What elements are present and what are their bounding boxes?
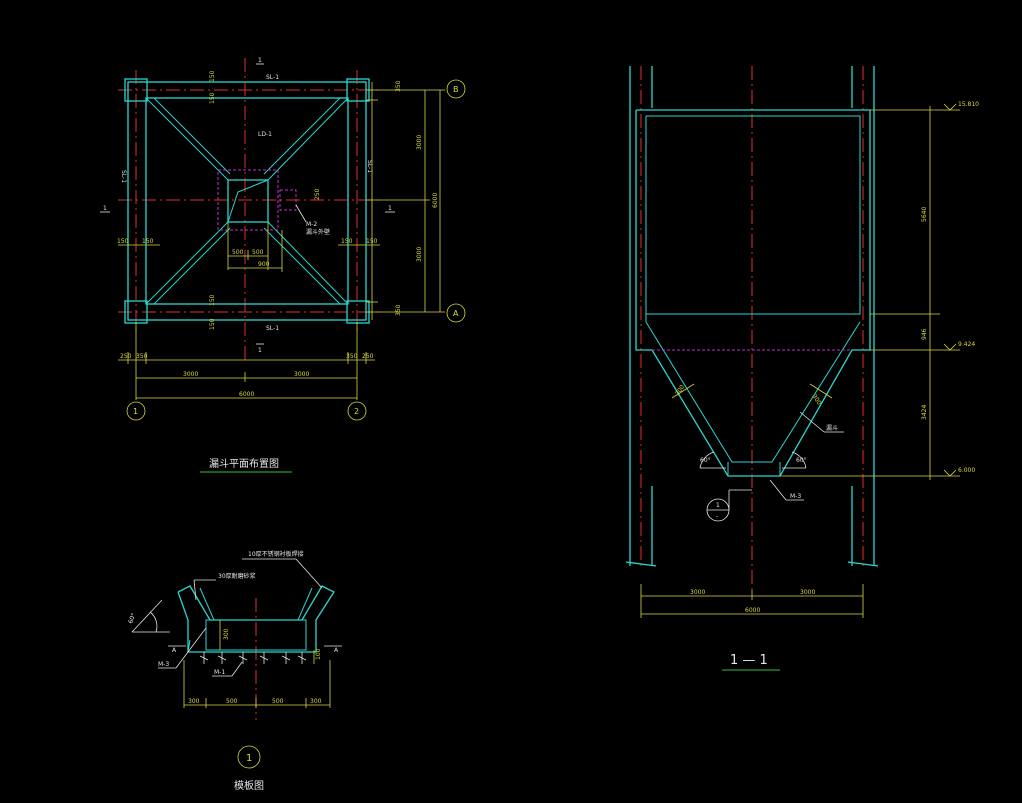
plan-section-mark-bottom: 1 bbox=[258, 347, 262, 354]
plan-dim-6000-v: 6000 bbox=[432, 193, 439, 208]
section-columns bbox=[625, 66, 879, 567]
plan-dim-3000-upper: 3000 bbox=[416, 135, 423, 150]
plan-embed-label: M-2 bbox=[306, 221, 317, 228]
detail-dim-500-b: 500 bbox=[272, 698, 284, 705]
svg-text:1: 1 bbox=[133, 407, 138, 416]
plan-dim-150-bottom2: 150 bbox=[209, 318, 216, 330]
plan-dim-150-bottom: 150 bbox=[209, 294, 216, 306]
plan-dim-3000-lower: 3000 bbox=[416, 247, 423, 262]
svg-text:B: B bbox=[453, 85, 459, 94]
detail-a-right: A bbox=[334, 647, 339, 654]
plan-axis-bubble-2 bbox=[347, 401, 367, 421]
plan-dim-150-r1: 150 bbox=[341, 238, 353, 245]
section-elev-mid: 9.424 bbox=[958, 341, 975, 348]
plan-column-tl bbox=[124, 78, 148, 102]
plan-embed-outline bbox=[279, 189, 297, 211]
plan-axis-bubble-1 bbox=[126, 401, 146, 421]
plan-dim-900: 900 bbox=[258, 261, 270, 268]
section-dims-bottom bbox=[640, 584, 864, 618]
svg-text:A: A bbox=[453, 309, 459, 318]
section-label-liner: 漏斗 bbox=[826, 424, 838, 432]
plan-title: 漏斗平面布置图 bbox=[209, 458, 279, 470]
plan-beam-top-label: SL-1 bbox=[266, 74, 279, 81]
plan-dim-250-r: 250 bbox=[362, 353, 374, 360]
section-dim-6000: 6000 bbox=[745, 607, 760, 614]
detail-circle-num: 1 bbox=[246, 753, 252, 764]
plan-dim-500-b: 500 bbox=[252, 249, 264, 256]
plan-beam-right-label: SL-1 bbox=[366, 160, 373, 173]
plan-hopper-opening bbox=[227, 179, 269, 223]
detail-shell-outer bbox=[177, 585, 335, 653]
plan-beam-left-label: SL-1 bbox=[120, 170, 127, 183]
detail-dim-300-b: 300 bbox=[310, 698, 322, 705]
plan-dim-350-r: 350 bbox=[346, 353, 358, 360]
plan-dim-250-embed: 250 bbox=[314, 188, 321, 200]
section-dim-3000-left: 3000 bbox=[690, 589, 705, 596]
detail-dim-300-a: 300 bbox=[188, 698, 200, 705]
plan-center-label: LD-1 bbox=[258, 131, 272, 138]
detail-angle: 60° bbox=[127, 612, 137, 624]
plan-dim-350-bottom: 350 bbox=[395, 304, 402, 316]
section-dim-946: 946 bbox=[921, 328, 928, 340]
section-elevation-dims bbox=[780, 103, 960, 480]
plan-axis-bubble-a bbox=[446, 303, 466, 323]
section-title: 1 — 1 bbox=[730, 653, 768, 668]
plan-beam-outer bbox=[127, 81, 367, 321]
svg-text:1: 1 bbox=[716, 502, 720, 509]
detail-dim-h: 300 bbox=[223, 628, 230, 640]
detail-note-left: 30厚耐磨砂浆 bbox=[218, 572, 256, 580]
plan-view: SL-1 SL-1 SL-1 SL-1 LD-1 M-2 漏斗外壁 1 1 1 … bbox=[100, 57, 466, 473]
plan-beam-inner bbox=[145, 97, 349, 305]
plan-dim-350-top: 350 bbox=[395, 80, 402, 92]
section-angle-right: 60° bbox=[796, 457, 807, 464]
plan-dims-bottom bbox=[118, 322, 375, 400]
section-elev-bot: 6.000 bbox=[958, 467, 975, 474]
plan-hopper-label: 漏斗外壁 bbox=[306, 228, 330, 236]
section-label-m3: M-3 bbox=[790, 493, 801, 500]
section-dim-3424: 3424 bbox=[921, 405, 928, 420]
plan-section-mark-left: 1 bbox=[103, 205, 107, 212]
detail-dims-bottom bbox=[183, 660, 331, 708]
detail-circle bbox=[237, 745, 261, 769]
plan-dim-500-a: 500 bbox=[232, 249, 244, 256]
detail-label-m1: M-1 bbox=[214, 669, 225, 676]
plan-dim-250-l: 250 bbox=[120, 353, 132, 360]
detail-a-left: A bbox=[172, 647, 177, 654]
plan-dim-150-l2: 150 bbox=[142, 238, 154, 245]
detail-title: 模板图 bbox=[234, 779, 264, 792]
detail-dim-100: 100 bbox=[315, 648, 322, 660]
plan-embed-leader bbox=[295, 204, 307, 223]
detail-anchors bbox=[199, 652, 307, 664]
plan-hopper-inner-edge bbox=[227, 179, 269, 223]
plan-dim-350-l: 350 bbox=[136, 353, 148, 360]
plan-dim-150-top: 150 bbox=[209, 70, 216, 82]
detail-opening bbox=[205, 619, 307, 651]
plan-dim-150-r2: 150 bbox=[366, 238, 378, 245]
plan-dim-150-l1: 150 bbox=[117, 238, 129, 245]
detail-label-m3: M-3 bbox=[158, 661, 169, 668]
plan-section-mark-top: 1 bbox=[258, 57, 262, 64]
section-elev-top: 15.810 bbox=[958, 101, 979, 108]
plan-beam-bottom-label: SL-1 bbox=[266, 325, 279, 332]
plan-dim-3000-left: 3000 bbox=[183, 371, 198, 378]
plan-dims-right bbox=[366, 82, 445, 320]
plan-dim-3000-right: 3000 bbox=[294, 371, 309, 378]
plan-section-mark-right: 1 bbox=[388, 205, 392, 212]
detail-view: 60° 30厚耐磨砂浆 10厚不锈钢衬板焊接 A A M-3 M-1 300 1… bbox=[127, 550, 342, 792]
section-view: 15.810 9.424 6.000 5640 946 3424 300 300… bbox=[625, 66, 979, 671]
plan-dim-6000: 6000 bbox=[239, 391, 254, 398]
section-dim-5640: 5640 bbox=[921, 207, 928, 222]
plan-hidden-outline bbox=[217, 169, 279, 231]
svg-text:-: - bbox=[716, 513, 718, 520]
plan-axis-bubble-b bbox=[446, 79, 466, 99]
svg-text:2: 2 bbox=[354, 407, 359, 416]
section-angle-left: 60° bbox=[700, 457, 711, 464]
detail-dim-500-a: 500 bbox=[226, 698, 238, 705]
section-hopper-inner bbox=[645, 321, 861, 463]
plan-dim-150-top2: 150 bbox=[209, 92, 216, 104]
plan-hopper-walls bbox=[145, 97, 349, 305]
detail-note-top: 10厚不锈钢衬板焊接 bbox=[248, 550, 304, 558]
section-dim-3000-right: 3000 bbox=[800, 589, 815, 596]
